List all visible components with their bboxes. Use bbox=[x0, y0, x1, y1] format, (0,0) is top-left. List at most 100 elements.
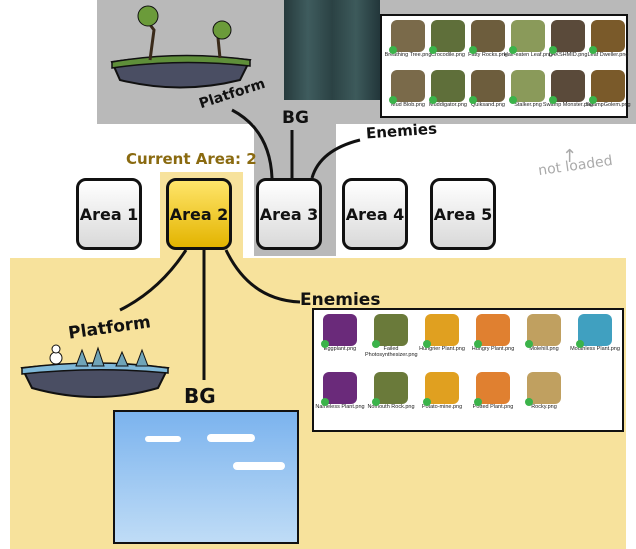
bottom-platform-illustration bbox=[20, 344, 170, 398]
checkmark-icon bbox=[389, 96, 397, 104]
file-thumbnail[interactable]: Nomouth Rock.png bbox=[365, 372, 417, 410]
file-thumbnail[interactable]: SwampGolem.png bbox=[582, 70, 634, 108]
checkmark-icon bbox=[321, 398, 329, 406]
enemy-sprite-icon bbox=[549, 70, 585, 104]
enemy-sprite-icon bbox=[389, 70, 425, 104]
checkmark-icon bbox=[474, 340, 482, 348]
enemy-sprite-icon bbox=[576, 314, 612, 348]
enemy-sprite-icon bbox=[321, 372, 357, 406]
area-5-button[interactable]: Area 5 bbox=[430, 178, 496, 250]
file-thumbnail[interactable]: Quiksand.png bbox=[462, 70, 514, 108]
file-thumbnail[interactable]: Rocky.png bbox=[518, 372, 570, 410]
up-arrow-icon: ↑ bbox=[562, 146, 578, 167]
enemy-sprite-icon bbox=[589, 20, 625, 54]
file-thumbnail[interactable]: Crocodile.png bbox=[422, 20, 474, 58]
enemy-sprite-icon bbox=[469, 70, 505, 104]
checkmark-icon bbox=[429, 46, 437, 54]
checkmark-icon bbox=[509, 96, 517, 104]
checkmark-icon bbox=[389, 46, 397, 54]
top-bg-forest-image bbox=[284, 0, 380, 100]
top-bg-label: BG bbox=[282, 108, 309, 128]
file-thumbnail[interactable]: Swamp Monster.png bbox=[542, 70, 594, 108]
file-name-label: Half-eaten Leaf.png bbox=[503, 52, 553, 58]
file-thumbnail[interactable]: Failed Photosynthesizer.png bbox=[365, 314, 418, 358]
enemy-sprite-icon bbox=[525, 372, 561, 406]
file-thumbnail[interactable]: Leaf Dweller.png bbox=[582, 20, 634, 58]
file-name-label: Leaf Dweller.png bbox=[587, 52, 629, 58]
enemy-sprite-icon bbox=[589, 70, 625, 104]
file-thumbnail[interactable]: Breathing Tree.png bbox=[382, 20, 434, 58]
file-name-label: Fatty Rocks.png bbox=[468, 52, 508, 58]
file-name-label: Potato-mine.png bbox=[421, 404, 463, 410]
checkmark-icon bbox=[372, 398, 380, 406]
file-name-label: Nameless Plant.png bbox=[315, 404, 365, 410]
enemy-sprite-icon bbox=[423, 372, 459, 406]
file-thumbnail[interactable]: Potted Plant.png bbox=[467, 372, 519, 410]
file-thumbnail[interactable]: LAKSHMID.png bbox=[542, 20, 594, 58]
file-thumbnail[interactable]: Potato-mine.png bbox=[416, 372, 468, 410]
checkmark-icon bbox=[372, 340, 380, 348]
enemy-sprite-icon bbox=[469, 20, 505, 54]
file-name-label: Muddigator.png bbox=[429, 102, 467, 108]
file-thumbnail[interactable]: Eggplant.png bbox=[314, 314, 366, 352]
file-thumbnail[interactable]: Stalker.png bbox=[502, 70, 554, 108]
enemy-sprite-icon bbox=[423, 314, 459, 348]
enemy-sprite-icon bbox=[321, 314, 357, 348]
file-thumbnail[interactable]: Mud Blob.png bbox=[382, 70, 434, 108]
checkmark-icon bbox=[423, 398, 431, 406]
file-name-label: Breathing Tree.png bbox=[384, 52, 432, 58]
file-name-label: SwampGolem.png bbox=[585, 102, 631, 108]
file-thumbnail[interactable]: Hungrier Plant.png bbox=[416, 314, 468, 352]
enemy-sprite-icon bbox=[429, 70, 465, 104]
file-name-label: Rocky.png bbox=[531, 404, 557, 410]
file-thumbnail[interactable]: Muddigator.png bbox=[422, 70, 474, 108]
file-thumbnail[interactable]: Fatty Rocks.png bbox=[462, 20, 514, 58]
checkmark-icon bbox=[321, 340, 329, 348]
enemy-sprite-icon bbox=[549, 20, 585, 54]
file-name-label: Molehill.png bbox=[529, 346, 559, 352]
enemy-sprite-icon bbox=[389, 20, 425, 54]
file-thumbnail[interactable]: Half-eaten Leaf.png bbox=[502, 20, 554, 58]
file-name-label: Nomouth Rock.png bbox=[367, 404, 415, 410]
file-thumbnail[interactable]: Hungry Plant.png bbox=[467, 314, 519, 352]
file-name-label: Mud Blob.png bbox=[391, 102, 425, 108]
file-name-label: Swamp Monster.png bbox=[542, 102, 594, 108]
enemy-sprite-icon bbox=[474, 314, 510, 348]
enemy-sprite-icon bbox=[509, 20, 545, 54]
checkmark-icon bbox=[509, 46, 517, 54]
checkmark-icon bbox=[525, 398, 533, 406]
enemy-sprite-icon bbox=[429, 20, 465, 54]
checkmark-icon bbox=[429, 96, 437, 104]
enemy-sprite-icon bbox=[372, 314, 408, 348]
file-name-label: Mouthless Plant.png bbox=[570, 346, 620, 352]
file-thumbnail[interactable]: Nameless Plant.png bbox=[314, 372, 366, 410]
checkmark-icon bbox=[576, 340, 584, 348]
area-4-button[interactable]: Area 4 bbox=[342, 178, 408, 250]
area-2-button[interactable]: Area 2 bbox=[166, 178, 232, 250]
file-name-label: LAKSHMID.png bbox=[548, 52, 588, 58]
file-thumbnail[interactable]: Mouthless Plant.png bbox=[569, 314, 621, 352]
file-thumbnail[interactable]: Molehill.png bbox=[518, 314, 570, 352]
enemy-sprite-icon bbox=[372, 372, 408, 406]
bottom-bg-label: BG bbox=[184, 384, 216, 408]
bottom-bg-sky-image bbox=[113, 410, 299, 544]
file-name-label: Hungry Plant.png bbox=[471, 346, 515, 352]
checkmark-icon bbox=[549, 46, 557, 54]
file-name-label: Failed Photosynthesizer.png bbox=[365, 346, 418, 358]
checkmark-icon bbox=[474, 398, 482, 406]
bottom-enemies-label: Enemies bbox=[300, 290, 381, 310]
current-area-label: Current Area: 2 bbox=[126, 150, 257, 168]
area-1-button[interactable]: Area 1 bbox=[76, 178, 142, 250]
enemy-sprite-icon bbox=[474, 372, 510, 406]
checkmark-icon bbox=[589, 46, 597, 54]
file-name-label: Quiksand.png bbox=[471, 102, 505, 108]
area-3-button[interactable]: Area 3 bbox=[256, 178, 322, 250]
file-name-label: Crocodile.png bbox=[431, 52, 465, 58]
file-name-label: Eggplant.png bbox=[323, 346, 357, 352]
enemy-sprite-icon bbox=[509, 70, 545, 104]
checkmark-icon bbox=[525, 340, 533, 348]
checkmark-icon bbox=[469, 96, 477, 104]
